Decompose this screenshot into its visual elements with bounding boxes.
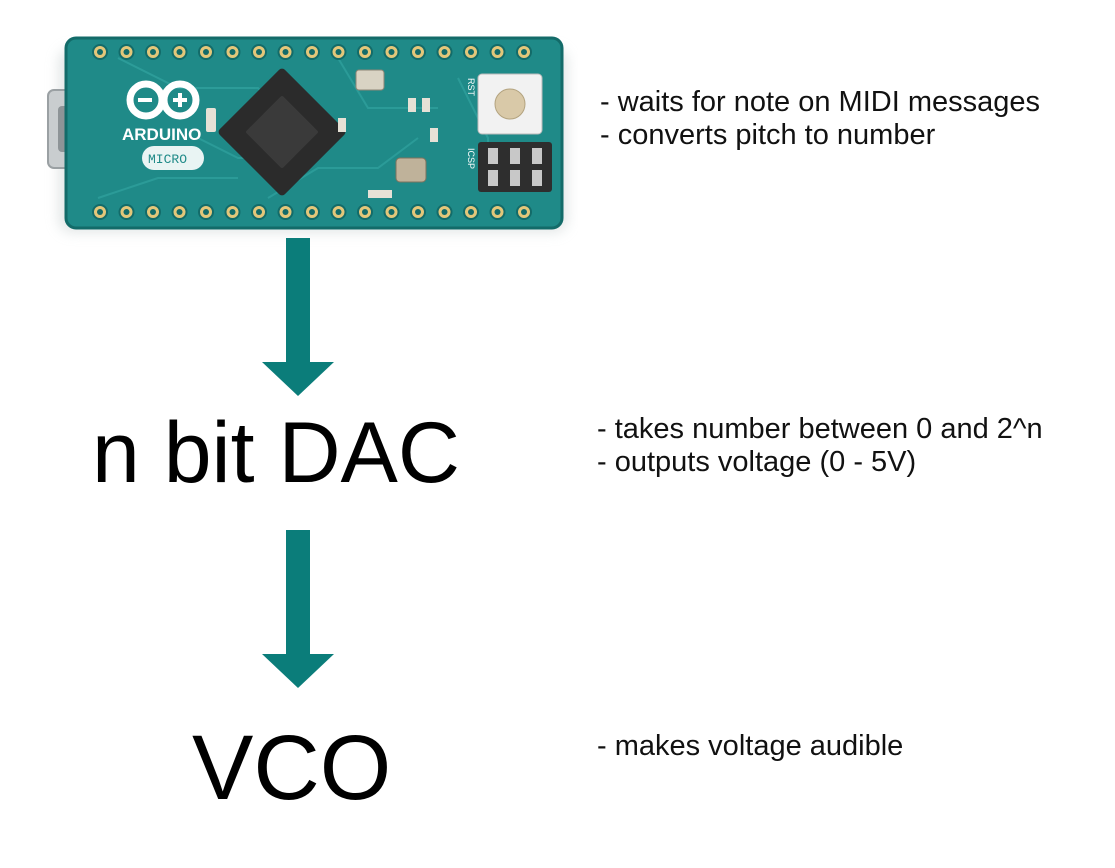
board-notes: - waits for note on MIDI messages - conv… xyxy=(600,86,1040,152)
pin-hole xyxy=(176,49,183,55)
pin-hole xyxy=(415,49,421,55)
model-badge xyxy=(142,146,204,170)
note-line: - waits for note on MIDI messages xyxy=(600,86,1040,118)
bottom-pin-row xyxy=(92,204,532,220)
arduino-logo-icon xyxy=(126,80,200,120)
pin-hole xyxy=(494,49,501,55)
icsp-label: ICSP xyxy=(466,148,476,169)
pin-hole xyxy=(468,49,474,55)
pin-hole xyxy=(309,209,315,215)
pin-hole xyxy=(388,209,395,215)
pin-hole xyxy=(335,49,342,55)
smd-components xyxy=(206,98,438,198)
pin-hole xyxy=(282,209,289,215)
pin-hole xyxy=(521,49,527,55)
note-line: - outputs voltage (0 - 5V) xyxy=(597,446,917,478)
pin-hole xyxy=(441,209,448,215)
pin-hole xyxy=(97,49,103,55)
rst-label: RST xyxy=(466,78,476,97)
pin-hole xyxy=(150,49,156,55)
crystal-oscillator xyxy=(355,69,385,91)
pin-hole xyxy=(123,209,130,215)
board-brand: ARDUINO xyxy=(122,125,201,144)
pin-hole xyxy=(203,209,209,215)
pin-hole xyxy=(176,209,183,215)
pin-hole xyxy=(256,49,262,55)
pin-hole xyxy=(441,49,448,55)
dac-label: n bit DAC xyxy=(92,405,461,501)
icsp-header xyxy=(478,142,552,192)
pin-hole xyxy=(362,49,368,55)
dac-notes: - takes number between 0 and 2^n - outpu… xyxy=(597,413,1043,479)
pin-hole xyxy=(282,49,289,55)
pin-hole xyxy=(229,49,236,55)
pin-hole xyxy=(335,209,342,215)
note-line: - converts pitch to number xyxy=(600,119,936,151)
pin-hole xyxy=(309,49,315,55)
arrow-dac-to-vco xyxy=(262,530,334,688)
pin-hole xyxy=(362,209,368,215)
pin-hole xyxy=(468,209,474,215)
pin-hole xyxy=(229,209,236,215)
pin-hole xyxy=(494,209,501,215)
pin-hole xyxy=(415,209,421,215)
arrow-board-to-dac xyxy=(262,238,334,396)
note-line: - makes voltage audible xyxy=(597,730,904,762)
capacitor xyxy=(395,157,427,183)
vco-label: VCO xyxy=(192,717,392,819)
pin-hole xyxy=(97,209,103,215)
pin-hole xyxy=(388,49,395,55)
reset-button xyxy=(494,88,526,120)
arduino-micro-board: ARDUINO MICRO RST ICSP xyxy=(47,36,568,233)
vco-notes: - makes voltage audible xyxy=(597,730,903,763)
pin-hole xyxy=(521,209,527,215)
board-model: MICRO xyxy=(148,152,187,167)
pin-hole xyxy=(123,49,130,55)
microcontroller-chip xyxy=(218,68,346,196)
pin-hole xyxy=(203,49,209,55)
pin-hole xyxy=(256,209,262,215)
pin-hole xyxy=(150,209,156,215)
top-pin-row xyxy=(92,44,532,60)
note-line: - takes number between 0 and 2^n xyxy=(597,413,1043,445)
